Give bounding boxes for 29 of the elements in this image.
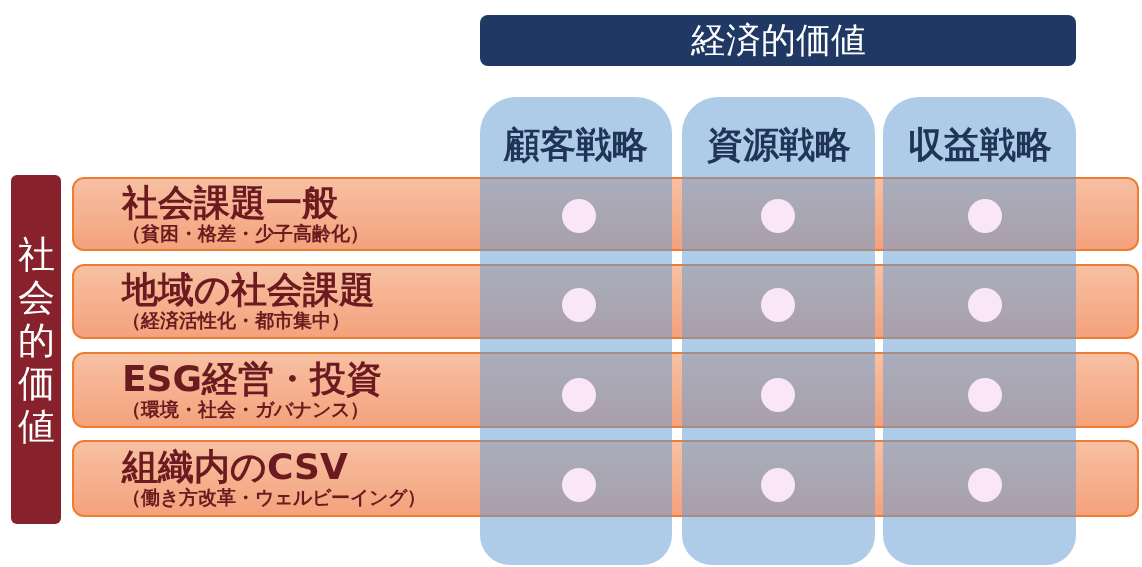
column-panel: 資源戦略 xyxy=(682,97,875,565)
column-panel: 収益戦略 xyxy=(883,97,1076,565)
side-band: 社会的価値 xyxy=(11,175,61,524)
row-band xyxy=(72,440,1139,517)
dot-icon xyxy=(562,288,596,322)
header-bar: 経済的価値 xyxy=(480,15,1076,66)
dot-icon xyxy=(562,468,596,502)
row-subtitle: （経済活性化・都市集中） xyxy=(122,309,350,332)
dot-icon xyxy=(761,288,795,322)
dot-icon xyxy=(968,468,1002,502)
row-band xyxy=(72,264,1139,339)
row-title: 組織内のCSV xyxy=(122,448,348,486)
row-title: 社会課題一般 xyxy=(122,183,338,222)
row-title: 地域の社会課題 xyxy=(122,271,375,309)
row-title: ESG経営・投資 xyxy=(122,359,383,398)
dot-icon xyxy=(562,378,596,412)
dot-icon xyxy=(761,378,795,412)
dot-icon xyxy=(968,378,1002,412)
dot-icon xyxy=(968,199,1002,233)
row-subtitle: （貧困・格差・少子高齢化） xyxy=(122,221,369,245)
dot-icon xyxy=(761,468,795,502)
row-subtitle: （働き方改革・ウェルビーイング） xyxy=(122,486,426,509)
dot-icon xyxy=(761,199,795,233)
row-subtitle: （環境・社会・ガバナンス） xyxy=(122,397,369,421)
column-panel: 顧客戦略 xyxy=(480,97,672,565)
dot-icon xyxy=(968,288,1002,322)
row-band xyxy=(72,352,1139,428)
dot-icon xyxy=(562,199,596,233)
row-band xyxy=(72,177,1139,251)
